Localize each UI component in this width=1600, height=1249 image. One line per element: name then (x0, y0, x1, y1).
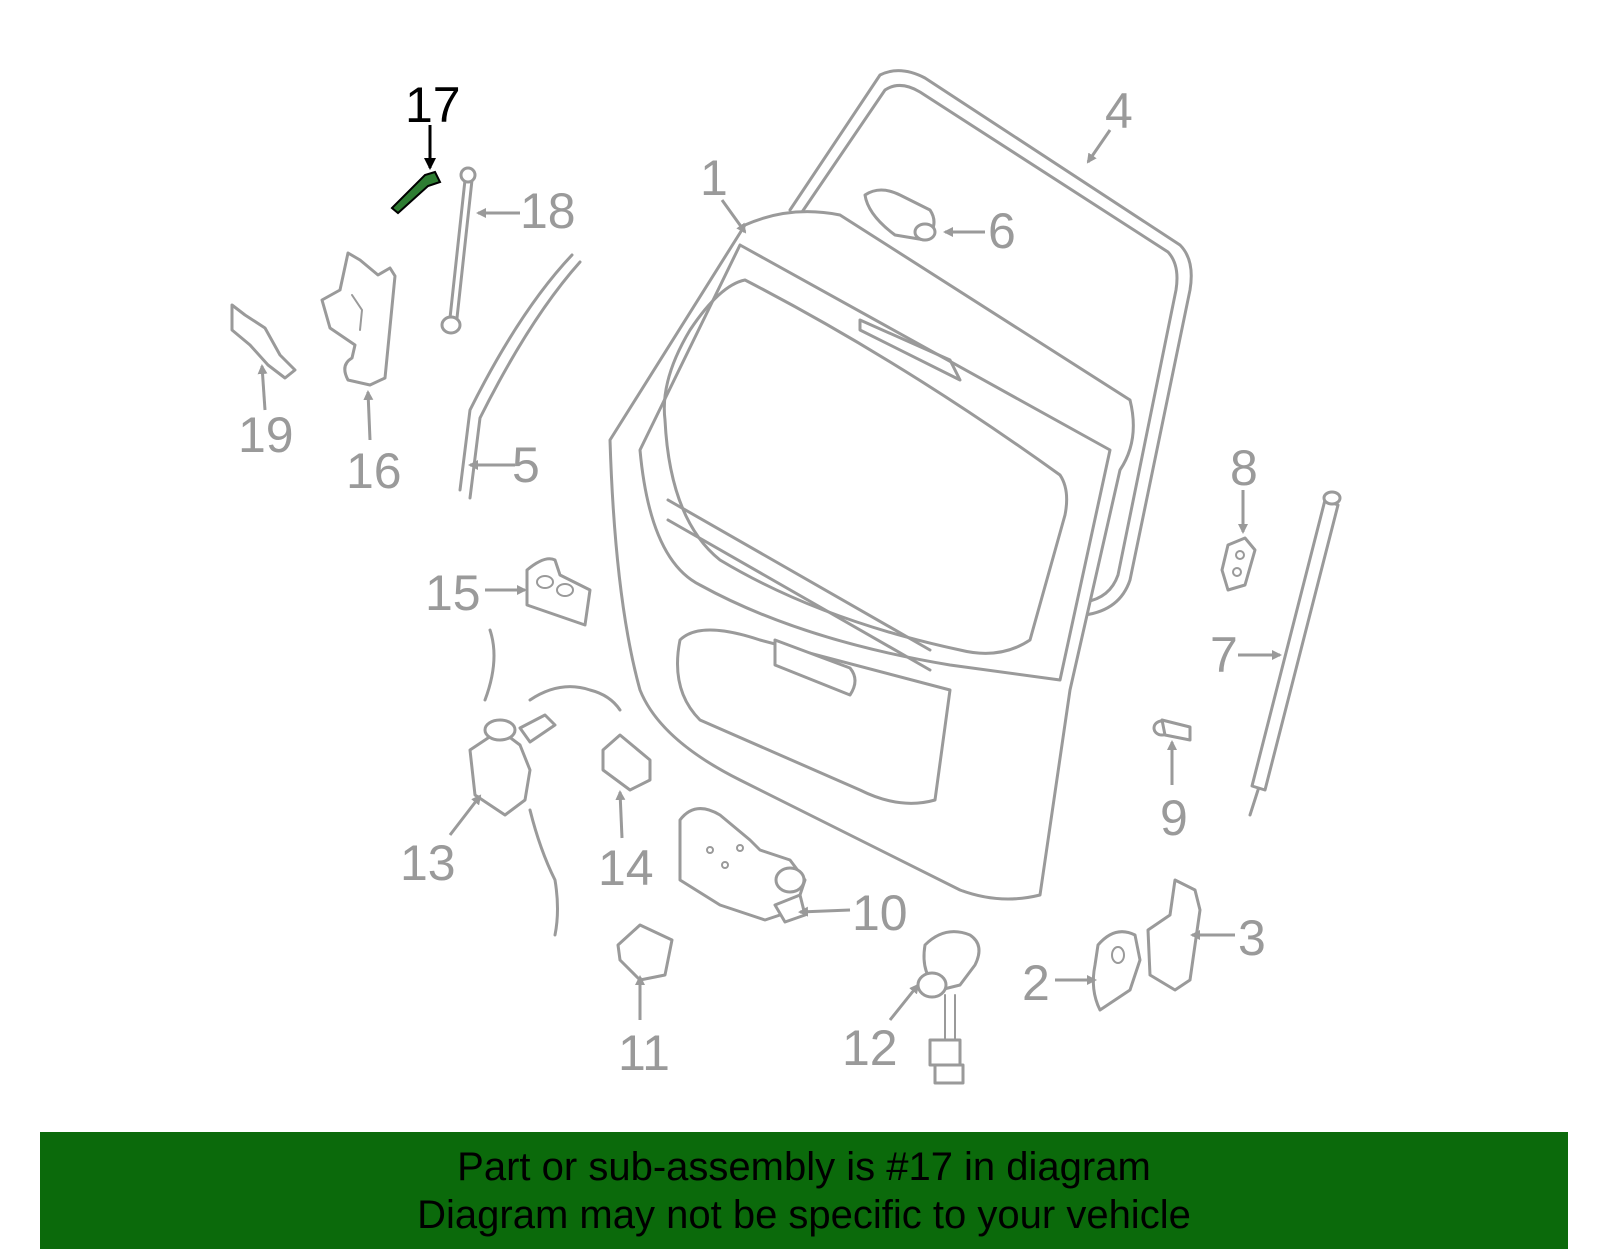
callout-8[interactable]: 8 (1230, 440, 1258, 496)
callout-13[interactable]: 13 (400, 835, 456, 891)
callout-6[interactable]: 6 (988, 203, 1016, 259)
part-1-liftgate[interactable] (608, 210, 1135, 901)
callout-9[interactable]: 9 (1160, 790, 1188, 846)
part-7-strut[interactable] (1248, 490, 1342, 817)
callout-1[interactable]: 1 (700, 150, 728, 206)
part-10-actuator[interactable] (678, 807, 807, 924)
callout-5[interactable]: 5 (512, 437, 540, 493)
banner-line-1: Part or sub-assembly is #17 in diagram (457, 1144, 1151, 1189)
part-16-hinge[interactable] (320, 251, 397, 387)
part-5-molding[interactable] (458, 253, 582, 500)
callout-11[interactable]: 11 (618, 1025, 670, 1081)
callout-2[interactable]: 2 (1022, 955, 1050, 1011)
banner-line-2: Diagram may not be specific to your vehi… (417, 1192, 1191, 1237)
callout-15[interactable]: 15 (425, 565, 481, 621)
info-banner: Part or sub-assembly is #17 in diagram D… (40, 1132, 1568, 1249)
callout-17[interactable]: 17 (405, 77, 461, 133)
part-15-bracket[interactable] (525, 557, 592, 627)
callout-3[interactable]: 3 (1238, 910, 1266, 966)
callout-10[interactable]: 10 (852, 885, 908, 941)
callout-7[interactable]: 7 (1210, 627, 1238, 683)
part-19-bracket[interactable] (230, 303, 297, 380)
part-12-cylinder[interactable] (916, 930, 981, 1085)
part-3-bracket[interactable] (1146, 878, 1202, 992)
callout-4[interactable]: 4 (1105, 83, 1133, 139)
callout-labels: 1 4 6 17 18 5 16 19 15 13 14 10 11 12 2 … (238, 77, 1266, 1081)
callout-12[interactable]: 12 (842, 1020, 898, 1076)
callout-14[interactable]: 14 (598, 840, 654, 896)
part-13-latch[interactable] (468, 628, 622, 937)
part-9-plug[interactable] (1152, 718, 1192, 742)
parts-diagram: 1 4 6 17 18 5 16 19 15 13 14 10 11 12 2 … (230, 69, 1342, 1085)
part-8-bumper[interactable] (1220, 536, 1257, 592)
part-6-light[interactable] (863, 188, 937, 242)
part-2-striker[interactable] (1091, 930, 1142, 1012)
leader-lines (257, 125, 1282, 1021)
part-14-switch[interactable] (601, 733, 652, 792)
part-11-cap[interactable] (616, 923, 674, 982)
part-18-rod[interactable] (440, 166, 477, 335)
callout-19[interactable]: 19 (238, 407, 294, 463)
part-17-highlighted[interactable] (390, 170, 442, 215)
callout-18[interactable]: 18 (520, 183, 576, 239)
callout-16[interactable]: 16 (346, 443, 402, 499)
part-4-weatherstrip[interactable] (788, 69, 1193, 617)
